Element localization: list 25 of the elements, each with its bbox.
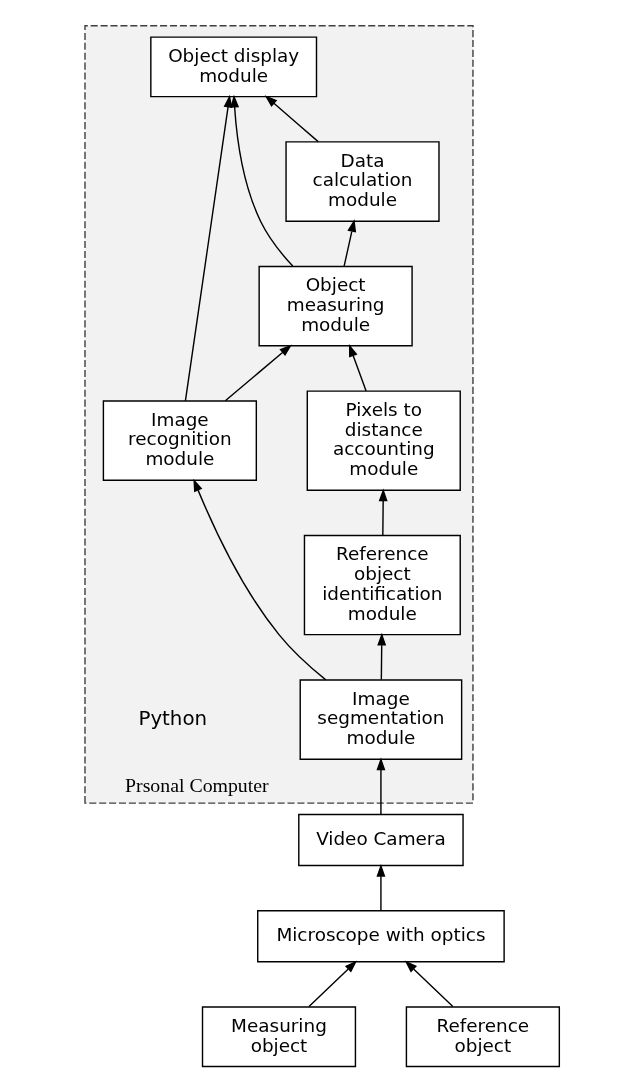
arrow <box>376 632 386 681</box>
node-box: Object display module <box>149 36 317 98</box>
arrow <box>184 94 232 402</box>
node-box: Data calculation module <box>284 141 440 222</box>
node-box: Reference object <box>405 1006 560 1068</box>
arrow <box>342 219 356 267</box>
node-box: Pixels to distance accounting module <box>306 390 461 491</box>
node-box: Image segmentation module <box>299 679 462 760</box>
arrow <box>192 478 327 681</box>
arrow <box>375 863 385 911</box>
arrow <box>378 488 388 537</box>
arrow <box>307 960 357 1008</box>
node-box: Reference object identification module <box>303 534 461 636</box>
node-box: Object measuring module <box>257 265 413 347</box>
node-box: Microscope with optics <box>256 910 505 963</box>
arrow <box>375 757 385 815</box>
arrow <box>348 343 367 392</box>
node-box: Video Camera <box>297 813 464 867</box>
arrow <box>224 344 292 402</box>
node-box: Measuring object <box>201 1006 356 1068</box>
arrow <box>264 95 319 143</box>
node-box: Image recognition module <box>102 400 257 482</box>
arrow <box>229 94 293 267</box>
arrow <box>404 960 454 1008</box>
label: Python <box>137 706 207 730</box>
